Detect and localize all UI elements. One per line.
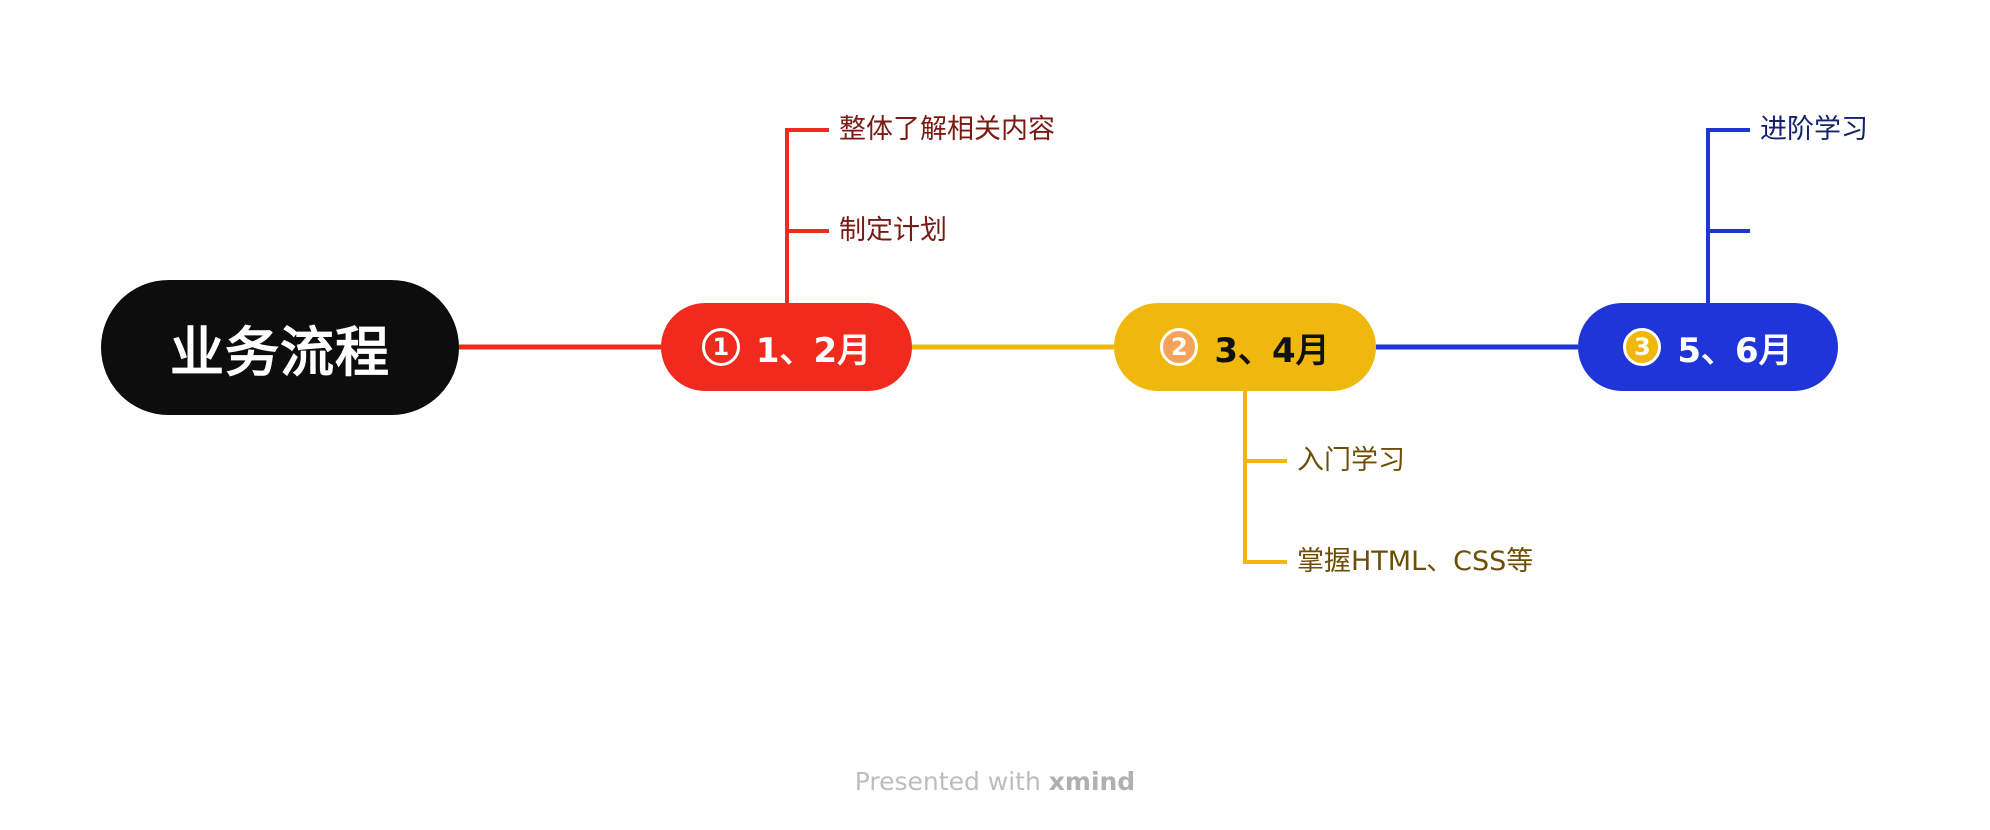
subtopic-overview[interactable]: 整体了解相关内容 (839, 114, 1055, 145)
connector-phase-3-children (1706, 128, 1750, 303)
subtopic-advanced-study[interactable]: 进阶学习 (1760, 114, 1868, 145)
footer-prefix: Presented with (854, 767, 1041, 796)
phase-topic-1[interactable]: 1 1、2月 (661, 303, 912, 391)
root-topic-label: 业务流程 (170, 321, 390, 384)
phase-topic-label: 1、2月 (755, 330, 872, 371)
phase-topic-2[interactable]: 2 3、4月 (1114, 303, 1376, 391)
phase-topic-label: 3、4月 (1214, 330, 1330, 371)
xmind-brand-logo: xmind (1048, 767, 1136, 796)
connector-phase-1-children (785, 128, 829, 303)
subtopic-plan[interactable]: 制定计划 (839, 215, 947, 246)
subtopic-intro-study[interactable]: 入门学习 (1297, 445, 1405, 476)
phase-topic-label: 5、6月 (1677, 330, 1793, 371)
footer-attribution: Presented with xmind (0, 767, 1990, 796)
subtopic-html-css[interactable]: 掌握HTML、CSS等 (1297, 546, 1534, 577)
number-badge-icon: 2 (1160, 328, 1199, 366)
phase-topic-3[interactable]: 3 5、6月 (1578, 303, 1838, 391)
root-topic[interactable]: 业务流程 (101, 280, 459, 415)
number-badge-icon: 3 (1623, 328, 1662, 366)
number-badge-icon: 1 (701, 328, 740, 366)
connector-phase-2-children (1243, 391, 1287, 564)
